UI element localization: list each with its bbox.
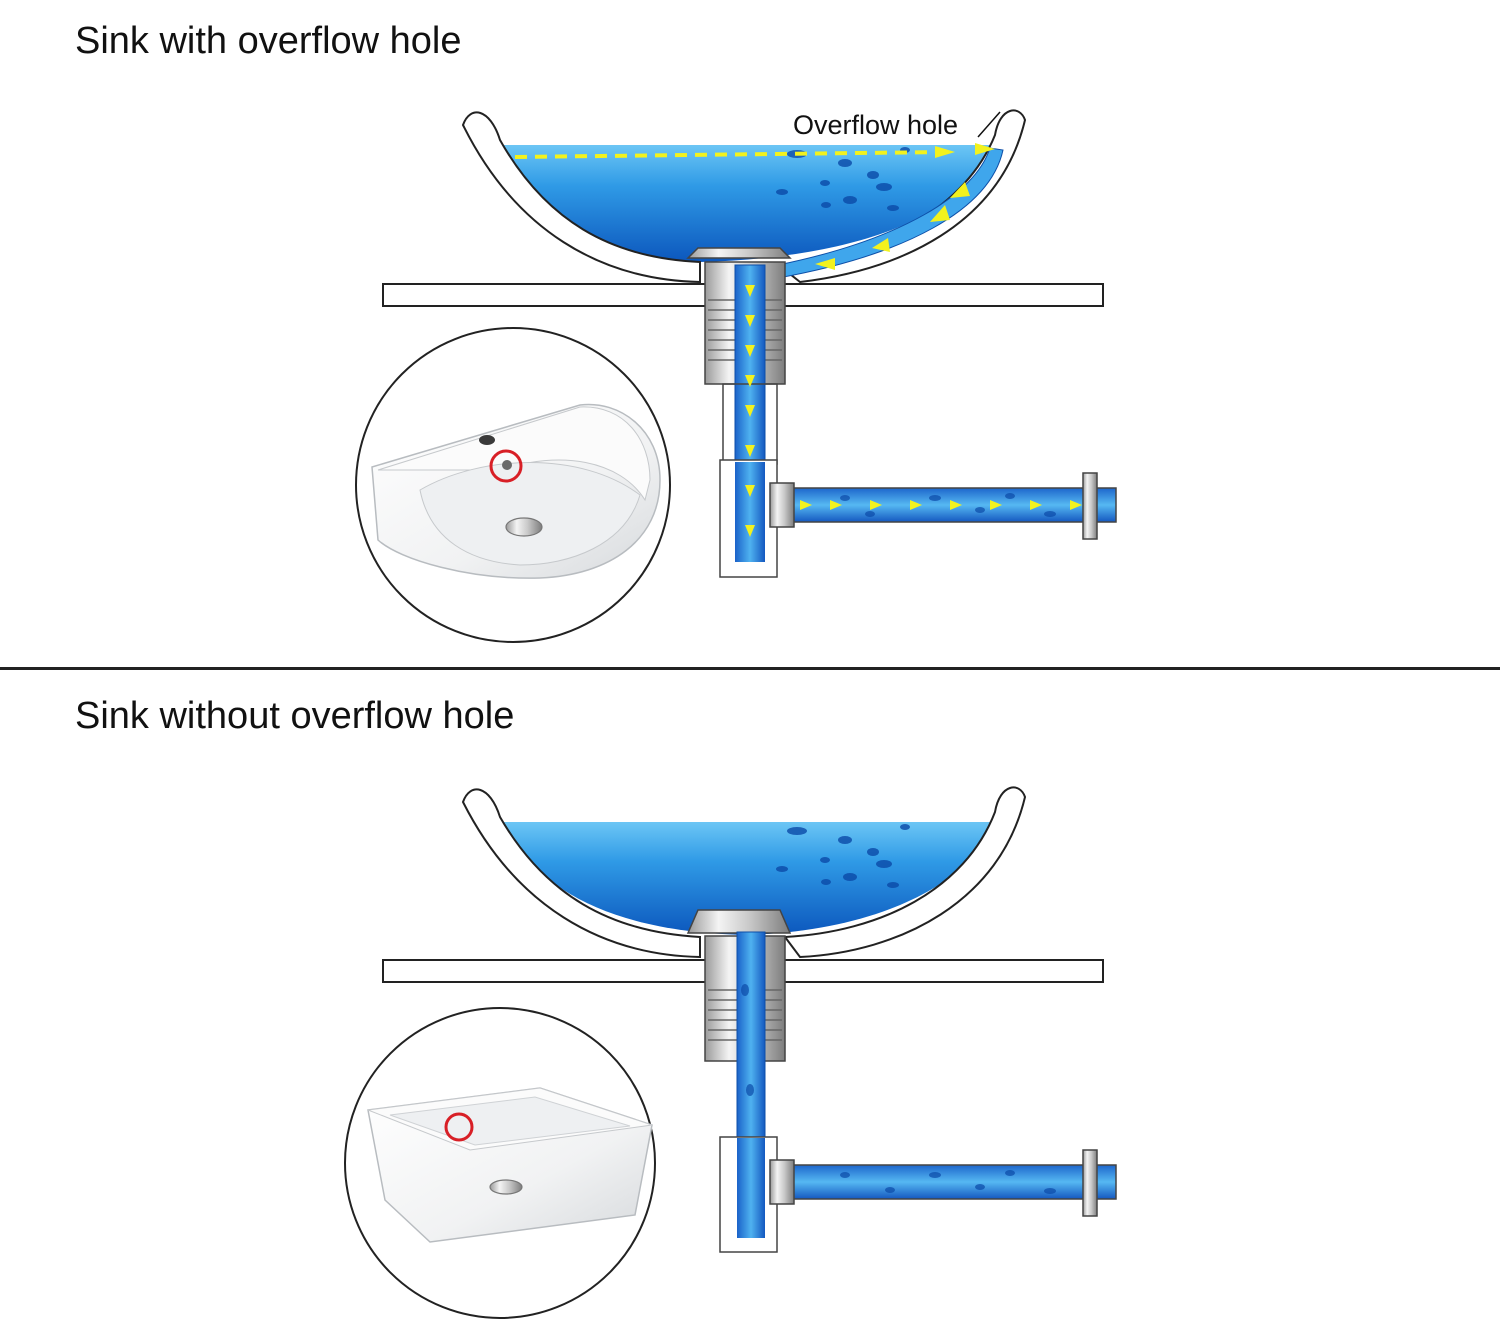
callout-leader [977,111,1001,138]
flow-arrow-icon [514,150,946,159]
flow-arrow-icon [815,143,995,270]
diagram-sink-with-overflow: Overflow hole [355,109,1117,643]
inset-sink-photo-without-overflow [344,1007,656,1319]
drain-icon [686,909,792,934]
highlight-circle [489,449,523,483]
highlight-circle [444,1112,474,1142]
section-divider [0,667,1500,670]
overflow-hole-label: Overflow hole [793,110,958,140]
water-bubbles [776,824,910,888]
section-title-without-overflow: Sink without overflow hole [75,695,515,737]
drain-icon [489,1179,523,1195]
faucet-hole-icon [479,435,495,445]
outlet-pipe [777,1164,1117,1200]
overflow-hole-icon [502,460,512,470]
outlet-pipe [777,487,1117,523]
bowl-wall [461,111,701,284]
inset-sink-photo-with-overflow [355,327,671,643]
diagram-sink-without-overflow [344,786,1117,1319]
section-title-with-overflow: Sink with overflow hole [75,20,462,62]
drain-icon [686,247,792,259]
drain-icon [505,517,543,537]
bowl-wall [461,788,701,959]
flow-arrows-surface [514,150,946,159]
flow-arrow-icon [745,285,1082,537]
